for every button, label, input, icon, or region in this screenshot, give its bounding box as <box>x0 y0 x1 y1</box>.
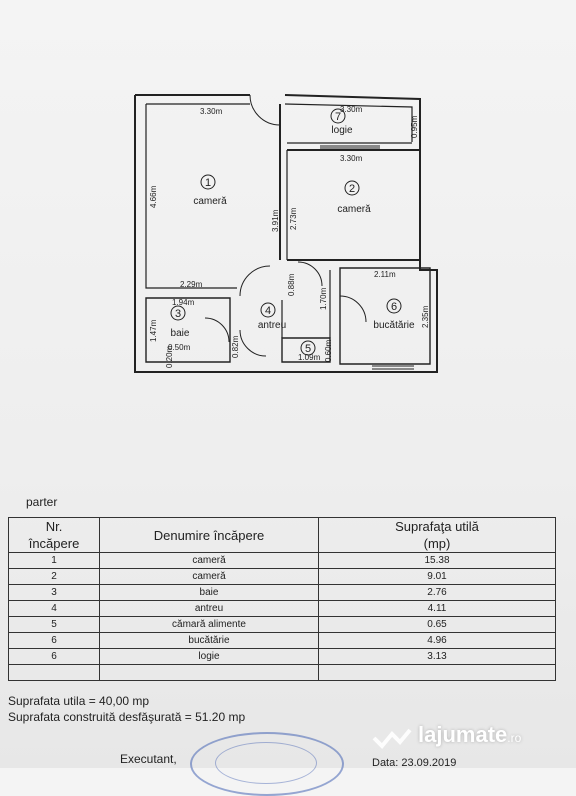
cell-nr: 4 <box>8 600 100 617</box>
room-4-number: 4 <box>265 305 271 317</box>
dim-camara-w: 1.09m <box>298 353 321 362</box>
cell-nr: 3 <box>8 584 100 601</box>
room-3-number: 3 <box>175 308 181 320</box>
dim-c1-top: 3.30m <box>200 107 223 116</box>
cell-area: 2.76 <box>318 584 556 601</box>
cell-name: bucătărie <box>99 632 319 649</box>
cell-nr: 1 <box>8 552 100 569</box>
built-area-summary: Suprafata construită desfăşurată = 51.20… <box>8 710 246 724</box>
dim-kitchen-top: 2.11m <box>374 270 396 279</box>
dim-antreu-b: 1.70m <box>319 287 328 310</box>
cell-nr <box>8 664 100 681</box>
header-nr: Nr. încăpere <box>8 517 100 553</box>
stamp-inner-ring <box>215 742 317 784</box>
dim-baie-right: 0.82m <box>231 335 240 358</box>
dim-c1-right: 3.91m <box>271 209 280 232</box>
room-1-number: 1 <box>205 177 211 189</box>
cell-name: antreu <box>99 600 319 617</box>
cell-name: cămară alimente <box>99 616 319 633</box>
cell-area: 4.11 <box>318 600 556 617</box>
dim-logie-top: 3.30m <box>340 105 363 114</box>
room-1-label: cameră <box>193 196 227 207</box>
header-area: Suprafaţa utilă (mp) <box>318 517 556 553</box>
date-label: Data: 23.09.2019 <box>372 757 457 769</box>
watermark-brand: lajumate <box>418 722 508 747</box>
dim-kitchen-side: 2.35m <box>421 305 430 328</box>
dim-baie-low: 0.20m <box>165 345 174 368</box>
dim-c1-side: 4.66m <box>149 185 158 208</box>
cell-area: 0.65 <box>318 616 556 633</box>
cell-area: 9.01 <box>318 568 556 585</box>
table-header-row: Nr. încăpere Denumire încăpere Suprafaţa… <box>8 517 556 553</box>
room-7-number: 7 <box>335 111 341 123</box>
cell-name: logie <box>99 648 319 665</box>
room-6-label: bucătărie <box>373 320 415 331</box>
cell-nr: 2 <box>8 568 100 585</box>
room-4-label: antreu <box>258 320 286 331</box>
cell-nr: 5 <box>8 616 100 633</box>
watermark-logo: lajumate.ro <box>418 722 521 748</box>
header-name: Denumire încăpere <box>99 517 319 553</box>
dim-c2-left: 2.73m <box>289 207 298 230</box>
cell-name: baie <box>99 584 319 601</box>
dim-baie-side: 1.47m <box>149 319 158 342</box>
room-2-label: cameră <box>337 204 371 215</box>
useful-area-summary: Suprafata utila = 40,00 mp <box>8 694 150 708</box>
cell-nr: 6 <box>8 648 100 665</box>
dim-baie-top: 1.94m <box>172 298 195 307</box>
room-6-number: 6 <box>391 301 397 313</box>
cell-nr: 6 <box>8 632 100 649</box>
executant-label: Executant, <box>120 752 177 766</box>
floor-label: parter <box>26 495 58 509</box>
dim-logie-side: 0.95m <box>410 115 419 138</box>
cell-area <box>318 664 556 681</box>
watermark-check-icon <box>372 728 412 749</box>
cell-name: cameră <box>99 552 319 569</box>
room-7-label: logie <box>331 125 353 136</box>
rooms-table: Nr. încăpere Denumire încăpere Suprafaţa… <box>8 517 556 681</box>
cell-name <box>99 664 319 681</box>
room-2-number: 2 <box>349 183 355 195</box>
watermark-tld: .ro <box>507 731 522 745</box>
room-5-number: 5 <box>305 343 311 355</box>
cell-area: 15.38 <box>318 552 556 569</box>
dim-c2-top: 3.30m <box>340 154 363 163</box>
table-row <box>8 664 556 681</box>
floor-plan: 1 cameră 2 cameră 3 baie 4 antreu 5 6 bu… <box>134 94 438 373</box>
cell-name: cameră <box>99 568 319 585</box>
dim-baie-small: 0.50m <box>168 343 191 352</box>
dim-c1-bottom: 2.29m <box>180 280 203 289</box>
cell-area: 4.96 <box>318 632 556 649</box>
cell-area: 3.13 <box>318 648 556 665</box>
room-3-label: baie <box>171 328 190 339</box>
dim-antreu-a: 0.88m <box>287 273 296 296</box>
dim-camara-h: 0.60m <box>324 339 333 362</box>
